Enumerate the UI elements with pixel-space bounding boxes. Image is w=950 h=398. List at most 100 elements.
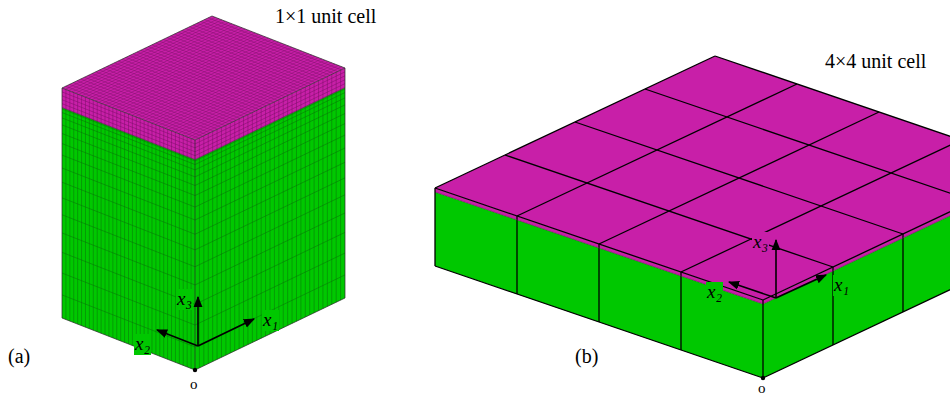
block-edge <box>435 266 763 378</box>
mesh-line <box>179 153 180 363</box>
axis-label: x₃ <box>752 232 769 253</box>
mesh-line <box>256 110 257 130</box>
mesh-line <box>221 127 222 147</box>
mesh-line <box>191 138 192 158</box>
mesh-line <box>148 122 149 142</box>
mesh-line <box>175 132 176 152</box>
mesh-line <box>159 126 160 146</box>
mesh-line <box>225 145 226 355</box>
mesh-face <box>435 56 950 300</box>
axis-label: x₁ <box>262 310 279 331</box>
mesh-line <box>234 140 235 350</box>
mesh-line <box>435 192 763 304</box>
mesh-line <box>331 94 332 304</box>
mesh-line <box>144 120 145 140</box>
mesh-line <box>97 102 98 122</box>
mesh-line <box>327 96 328 306</box>
mesh-line <box>116 129 117 339</box>
mesh-line <box>69 111 70 321</box>
axis-arrows <box>729 240 826 298</box>
mesh-line <box>314 102 315 312</box>
mesh-line <box>270 124 271 334</box>
mesh-line <box>230 123 231 143</box>
mesh-line <box>195 113 345 185</box>
mesh-line <box>167 129 168 149</box>
axis-arrow <box>776 275 826 298</box>
axis-arrow <box>198 319 254 346</box>
axis-arrow <box>729 282 776 298</box>
mesh-line <box>261 108 262 128</box>
mesh-line <box>274 121 275 331</box>
mesh-line <box>287 115 288 325</box>
mesh-line <box>73 112 74 322</box>
mesh-line <box>243 117 244 137</box>
mesh-line <box>116 109 117 129</box>
mesh-line <box>65 17 215 89</box>
mesh-line <box>62 133 195 185</box>
mesh-line <box>85 117 86 327</box>
mesh-line <box>151 143 152 353</box>
mesh-line <box>132 116 133 136</box>
mesh-line <box>85 97 86 117</box>
mesh-line <box>234 121 235 141</box>
mesh-line <box>89 118 90 328</box>
axis-label: x₂ <box>706 282 723 303</box>
block-edge <box>763 168 950 300</box>
mesh-line <box>112 127 113 337</box>
block-edge <box>762 300 763 378</box>
mesh-line <box>77 94 78 114</box>
mesh-line <box>195 80 345 152</box>
mesh-line <box>89 99 90 119</box>
origin-label: o <box>758 380 766 397</box>
mesh-line <box>62 104 195 156</box>
mesh-line <box>62 109 195 161</box>
mesh-line <box>283 117 284 327</box>
mesh-line <box>599 112 879 244</box>
single-cell-mesh <box>62 16 345 370</box>
mesh-line <box>93 120 94 330</box>
mesh-line <box>73 93 74 113</box>
axis-label: x₃ <box>176 289 193 310</box>
mesh-line <box>239 138 240 348</box>
mesh-line <box>140 138 141 348</box>
mesh-line <box>331 74 332 94</box>
mesh-line <box>69 91 70 111</box>
mesh-line <box>195 178 345 250</box>
mesh-line <box>195 124 345 196</box>
mesh-line <box>327 76 328 96</box>
mesh-line <box>221 147 222 357</box>
mesh-line <box>300 89 301 109</box>
mesh-line <box>195 148 345 220</box>
mesh-line <box>270 104 271 124</box>
mesh-line <box>120 111 121 131</box>
mesh-line <box>81 115 82 325</box>
origin-label: o <box>190 376 198 393</box>
mesh-line <box>212 151 213 361</box>
mesh-line <box>77 114 78 324</box>
mesh-line <box>167 149 168 359</box>
mesh-line <box>93 100 94 120</box>
mesh-line <box>193 25 326 77</box>
mesh-line <box>62 144 195 196</box>
mesh-line <box>183 155 184 365</box>
panel-label: (b) <box>575 345 598 367</box>
mesh-line <box>252 132 253 342</box>
mesh-line <box>203 136 204 156</box>
mesh-line <box>75 21 225 93</box>
mesh-line <box>62 108 195 160</box>
mesh-line <box>112 108 113 128</box>
mesh-line <box>239 119 240 139</box>
figure-title: 1×1 unit cell <box>275 5 376 27</box>
mesh-line <box>62 168 195 220</box>
mesh-line <box>136 117 137 137</box>
mesh-line <box>132 135 133 345</box>
mesh-line <box>195 275 345 347</box>
panel-label: (a) <box>8 345 30 367</box>
block-edge <box>195 298 345 370</box>
block-edge <box>62 88 63 318</box>
figure-title: 4×4 unit cell <box>825 50 926 72</box>
block-edge <box>763 246 950 378</box>
mesh-line <box>305 107 306 317</box>
mesh-line <box>256 130 257 340</box>
mesh-line <box>195 162 345 234</box>
